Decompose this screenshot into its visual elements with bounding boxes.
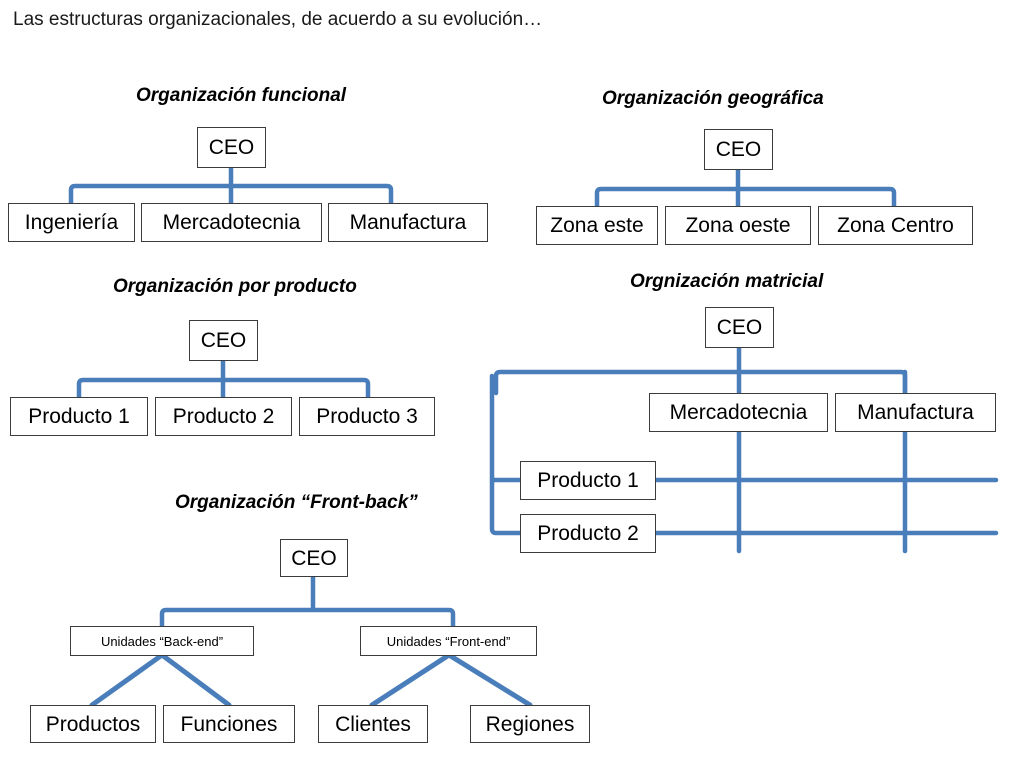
node-producto-1[interactable]: Producto 1 bbox=[10, 397, 148, 436]
node-frontback-ceo[interactable]: CEO bbox=[280, 539, 348, 577]
slide-headline: Las estructuras organizacionales, de acu… bbox=[13, 9, 543, 30]
node-funcional-ingenieria[interactable]: Ingeniería bbox=[8, 203, 135, 242]
node-funcional-ceo[interactable]: CEO bbox=[197, 127, 266, 168]
connector-frontback-front-left bbox=[369, 652, 452, 708]
title-organizacion-por-producto: Organización por producto bbox=[113, 276, 357, 297]
connector-frontback-front-right bbox=[446, 652, 533, 708]
node-frontback-clientes[interactable]: Clientes bbox=[318, 705, 428, 743]
node-geografica-zona-este[interactable]: Zona este bbox=[536, 206, 658, 245]
node-frontback-unidades-back-end[interactable]: Unidades “Back-end” bbox=[70, 626, 254, 656]
title-organizacion-funcional: Organización funcional bbox=[136, 85, 347, 106]
node-matricial-manufactura[interactable]: Manufactura bbox=[835, 393, 996, 432]
node-geografica-ceo[interactable]: CEO bbox=[704, 129, 773, 170]
node-producto-2[interactable]: Producto 2 bbox=[155, 397, 292, 436]
connector-frontback-top bbox=[159, 574, 456, 631]
node-frontback-funciones[interactable]: Funciones bbox=[163, 705, 295, 743]
connector-funcional bbox=[68, 165, 394, 206]
title-organizacion-front-back: Organización “Front-back” bbox=[175, 492, 418, 513]
node-matricial-producto-1[interactable]: Producto 1 bbox=[520, 461, 656, 500]
title-organizacion-geografica: Organización geográfica bbox=[602, 88, 824, 109]
node-funcional-mercadotecnia[interactable]: Mercadotecnia bbox=[141, 203, 322, 242]
node-matricial-ceo[interactable]: CEO bbox=[705, 307, 774, 348]
connector-frontback-back-right bbox=[159, 652, 232, 708]
node-matricial-mercadotecnia[interactable]: Mercadotecnia bbox=[649, 393, 828, 432]
connector-frontback-back-left bbox=[89, 652, 165, 708]
matricial-left-rail bbox=[489, 373, 525, 536]
node-funcional-manufactura[interactable]: Manufactura bbox=[328, 203, 488, 242]
node-producto-ceo[interactable]: CEO bbox=[189, 320, 258, 361]
node-frontback-regiones[interactable]: Regiones bbox=[470, 705, 590, 743]
node-geografica-zona-oeste[interactable]: Zona oeste bbox=[665, 206, 811, 245]
connector-geografica bbox=[594, 167, 897, 209]
node-frontback-productos[interactable]: Productos bbox=[30, 705, 156, 743]
node-producto-3[interactable]: Producto 3 bbox=[299, 397, 435, 436]
title-organizacion-matricial: Orgnización matricial bbox=[630, 271, 824, 292]
node-frontback-unidades-front-end[interactable]: Unidades “Front-end” bbox=[360, 626, 537, 656]
connector-producto bbox=[76, 358, 371, 400]
connector-matricial-rail bbox=[493, 345, 908, 396]
node-matricial-producto-2[interactable]: Producto 2 bbox=[520, 514, 656, 553]
node-geografica-zona-centro[interactable]: Zona Centro bbox=[818, 206, 973, 245]
